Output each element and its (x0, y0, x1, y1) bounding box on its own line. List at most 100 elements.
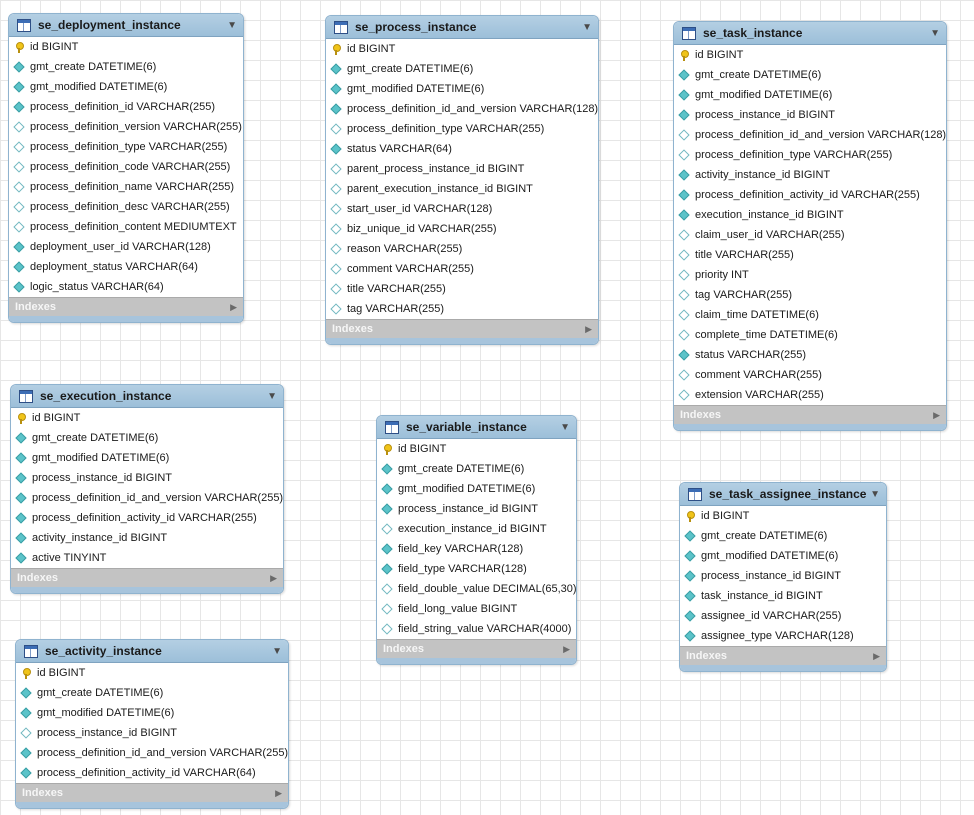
column-row[interactable]: process_definition_activity_id VARCHAR(6… (16, 763, 288, 783)
column-row[interactable]: process_definition_id VARCHAR(255) (9, 97, 243, 117)
expand-arrow-icon[interactable]: ▶ (563, 643, 570, 654)
column-row[interactable]: field_double_value DECIMAL(65,30) (377, 579, 576, 599)
column-row[interactable]: process_definition_activity_id VARCHAR(2… (674, 185, 946, 205)
column-row[interactable]: biz_unique_id VARCHAR(255) (326, 219, 598, 239)
column-row[interactable]: task_instance_id BIGINT (680, 586, 886, 606)
column-row[interactable]: id BIGINT (9, 37, 243, 57)
expand-arrow-icon[interactable]: ▶ (270, 572, 277, 583)
column-row[interactable]: title VARCHAR(255) (674, 245, 946, 265)
column-row[interactable]: comment VARCHAR(255) (326, 259, 598, 279)
column-row[interactable]: field_string_value VARCHAR(4000) (377, 619, 576, 639)
column-row[interactable]: field_long_value BIGINT (377, 599, 576, 619)
column-row[interactable]: gmt_modified DATETIME(6) (680, 546, 886, 566)
column-row[interactable]: gmt_modified DATETIME(6) (9, 77, 243, 97)
collapse-arrow-icon[interactable]: ▼ (267, 390, 277, 402)
column-row[interactable]: process_instance_id BIGINT (377, 499, 576, 519)
column-row[interactable]: assignee_type VARCHAR(128) (680, 626, 886, 646)
column-row[interactable]: process_instance_id BIGINT (11, 468, 283, 488)
indexes-section[interactable]: Indexes ▶ (11, 568, 283, 587)
column-row[interactable]: active TINYINT (11, 548, 283, 568)
column-row[interactable]: gmt_modified DATETIME(6) (11, 448, 283, 468)
column-row[interactable]: assignee_id VARCHAR(255) (680, 606, 886, 626)
column-row[interactable]: id BIGINT (11, 408, 283, 428)
column-row[interactable]: process_definition_id_and_version VARCHA… (674, 125, 946, 145)
column-row[interactable]: process_definition_activity_id VARCHAR(2… (11, 508, 283, 528)
column-row[interactable]: id BIGINT (16, 663, 288, 683)
column-row[interactable]: id BIGINT (680, 506, 886, 526)
column-row[interactable]: process_definition_version VARCHAR(255) (9, 117, 243, 137)
indexes-section[interactable]: Indexes ▶ (9, 297, 243, 316)
column-row[interactable]: gmt_modified DATETIME(6) (326, 79, 598, 99)
indexes-section[interactable]: Indexes ▶ (680, 646, 886, 665)
indexes-section[interactable]: Indexes ▶ (326, 319, 598, 338)
indexes-section[interactable]: Indexes ▶ (377, 639, 576, 658)
column-row[interactable]: process_definition_type VARCHAR(255) (9, 137, 243, 157)
column-row[interactable]: claim_user_id VARCHAR(255) (674, 225, 946, 245)
column-row[interactable]: process_definition_content MEDIUMTEXT (9, 217, 243, 237)
column-row[interactable]: tag VARCHAR(255) (326, 299, 598, 319)
table-header[interactable]: se_task_instance ▼ (674, 22, 946, 45)
column-row[interactable]: gmt_create DATETIME(6) (674, 65, 946, 85)
column-row[interactable]: process_definition_id_and_version VARCHA… (326, 99, 598, 119)
column-row[interactable]: comment VARCHAR(255) (674, 365, 946, 385)
column-row[interactable]: process_definition_type VARCHAR(255) (674, 145, 946, 165)
column-row[interactable]: parent_process_instance_id BIGINT (326, 159, 598, 179)
column-row[interactable]: id BIGINT (377, 439, 576, 459)
column-row[interactable]: execution_instance_id BIGINT (674, 205, 946, 225)
column-row[interactable]: claim_time DATETIME(6) (674, 305, 946, 325)
column-row[interactable]: process_definition_id_and_version VARCHA… (16, 743, 288, 763)
table-header[interactable]: se_deployment_instance ▼ (9, 14, 243, 37)
collapse-arrow-icon[interactable]: ▼ (560, 421, 570, 433)
column-row[interactable]: process_instance_id BIGINT (16, 723, 288, 743)
column-row[interactable]: title VARCHAR(255) (326, 279, 598, 299)
column-row[interactable]: start_user_id VARCHAR(128) (326, 199, 598, 219)
column-row[interactable]: parent_execution_instance_id BIGINT (326, 179, 598, 199)
table-header[interactable]: se_process_instance ▼ (326, 16, 598, 39)
column-row[interactable]: extension VARCHAR(255) (674, 385, 946, 405)
column-row[interactable]: execution_instance_id BIGINT (377, 519, 576, 539)
column-row[interactable]: process_definition_desc VARCHAR(255) (9, 197, 243, 217)
column-row[interactable]: gmt_create DATETIME(6) (326, 59, 598, 79)
column-row[interactable]: gmt_modified DATETIME(6) (377, 479, 576, 499)
column-row[interactable]: process_definition_id_and_version VARCHA… (11, 488, 283, 508)
column-row[interactable]: gmt_create DATETIME(6) (16, 683, 288, 703)
column-row[interactable]: gmt_create DATETIME(6) (680, 526, 886, 546)
collapse-arrow-icon[interactable]: ▼ (930, 27, 940, 39)
column-row[interactable]: activity_instance_id BIGINT (11, 528, 283, 548)
column-row[interactable]: process_instance_id BIGINT (674, 105, 946, 125)
column-row[interactable]: field_key VARCHAR(128) (377, 539, 576, 559)
column-row[interactable]: gmt_create DATETIME(6) (377, 459, 576, 479)
column-row[interactable]: id BIGINT (326, 39, 598, 59)
collapse-arrow-icon[interactable]: ▼ (227, 19, 237, 31)
table-header[interactable]: se_variable_instance ▼ (377, 416, 576, 439)
column-row[interactable]: deployment_user_id VARCHAR(128) (9, 237, 243, 257)
column-row[interactable]: id BIGINT (674, 45, 946, 65)
indexes-section[interactable]: Indexes ▶ (674, 405, 946, 424)
column-row[interactable]: process_definition_type VARCHAR(255) (326, 119, 598, 139)
collapse-arrow-icon[interactable]: ▼ (870, 488, 880, 500)
column-row[interactable]: process_definition_name VARCHAR(255) (9, 177, 243, 197)
column-row[interactable]: gmt_create DATETIME(6) (11, 428, 283, 448)
column-row[interactable]: priority INT (674, 265, 946, 285)
collapse-arrow-icon[interactable]: ▼ (582, 21, 592, 33)
column-row[interactable]: process_definition_code VARCHAR(255) (9, 157, 243, 177)
column-row[interactable]: tag VARCHAR(255) (674, 285, 946, 305)
column-row[interactable]: deployment_status VARCHAR(64) (9, 257, 243, 277)
expand-arrow-icon[interactable]: ▶ (873, 650, 880, 661)
collapse-arrow-icon[interactable]: ▼ (272, 645, 282, 657)
column-row[interactable]: complete_time DATETIME(6) (674, 325, 946, 345)
table-header[interactable]: se_execution_instance ▼ (11, 385, 283, 408)
column-row[interactable]: status VARCHAR(255) (674, 345, 946, 365)
expand-arrow-icon[interactable]: ▶ (230, 301, 237, 312)
column-row[interactable]: process_instance_id BIGINT (680, 566, 886, 586)
column-row[interactable]: gmt_create DATETIME(6) (9, 57, 243, 77)
column-row[interactable]: field_type VARCHAR(128) (377, 559, 576, 579)
expand-arrow-icon[interactable]: ▶ (275, 787, 282, 798)
table-header[interactable]: se_activity_instance ▼ (16, 640, 288, 663)
